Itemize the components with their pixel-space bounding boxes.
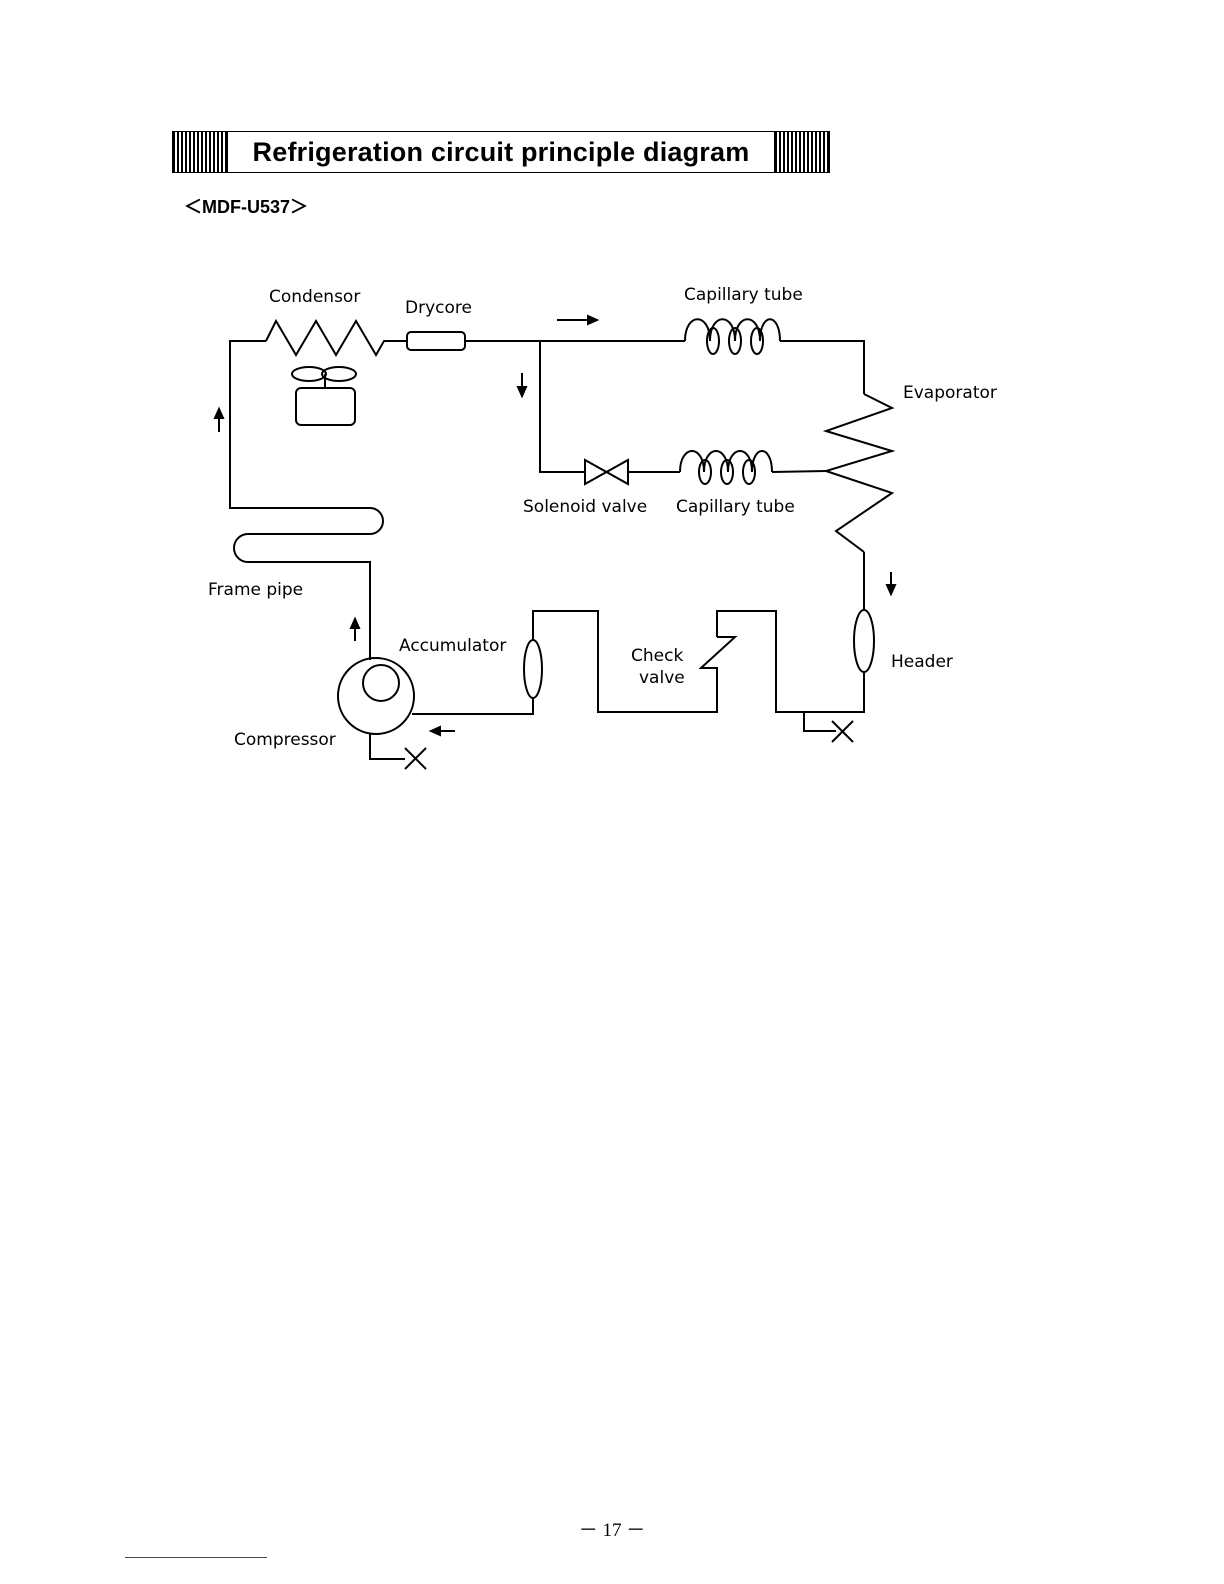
pipe-branch	[540, 341, 585, 472]
compressor-body	[338, 658, 414, 734]
drycore-body	[407, 332, 465, 350]
label-frame-pipe: Frame pipe	[208, 580, 303, 600]
header-vessel	[854, 610, 874, 672]
page-number: － 17 －	[0, 1515, 1224, 1542]
label-capillary-tube-bottom: Capillary tube	[676, 497, 795, 517]
label-check-valve-line1: Check	[631, 646, 683, 666]
label-check-valve-line2: valve	[639, 668, 685, 688]
condensor-coil	[266, 321, 406, 355]
accumulator-vessel	[524, 640, 542, 698]
evaporator-coil	[826, 394, 892, 552]
condenser-fan-motor	[296, 388, 355, 425]
label-evaporator: Evaporator	[903, 383, 997, 403]
condenser-fan-blade-left	[292, 367, 326, 381]
label-header: Header	[891, 652, 953, 672]
footer-rule	[125, 1557, 267, 1558]
capillary-tube-bottom-coil	[680, 451, 772, 472]
label-accumulator: Accumulator	[399, 636, 506, 656]
label-condensor: Condensor	[269, 287, 360, 307]
label-solenoid-valve: Solenoid valve	[523, 497, 647, 517]
label-compressor: Compressor	[234, 730, 336, 750]
condenser-fan-blade-right	[322, 367, 356, 381]
pipe-top-to-evaporator	[780, 341, 864, 394]
solenoid-valve-shape	[585, 460, 628, 484]
label-capillary-tube-top: Capillary tube	[684, 285, 803, 305]
label-drycore: Drycore	[405, 298, 472, 318]
